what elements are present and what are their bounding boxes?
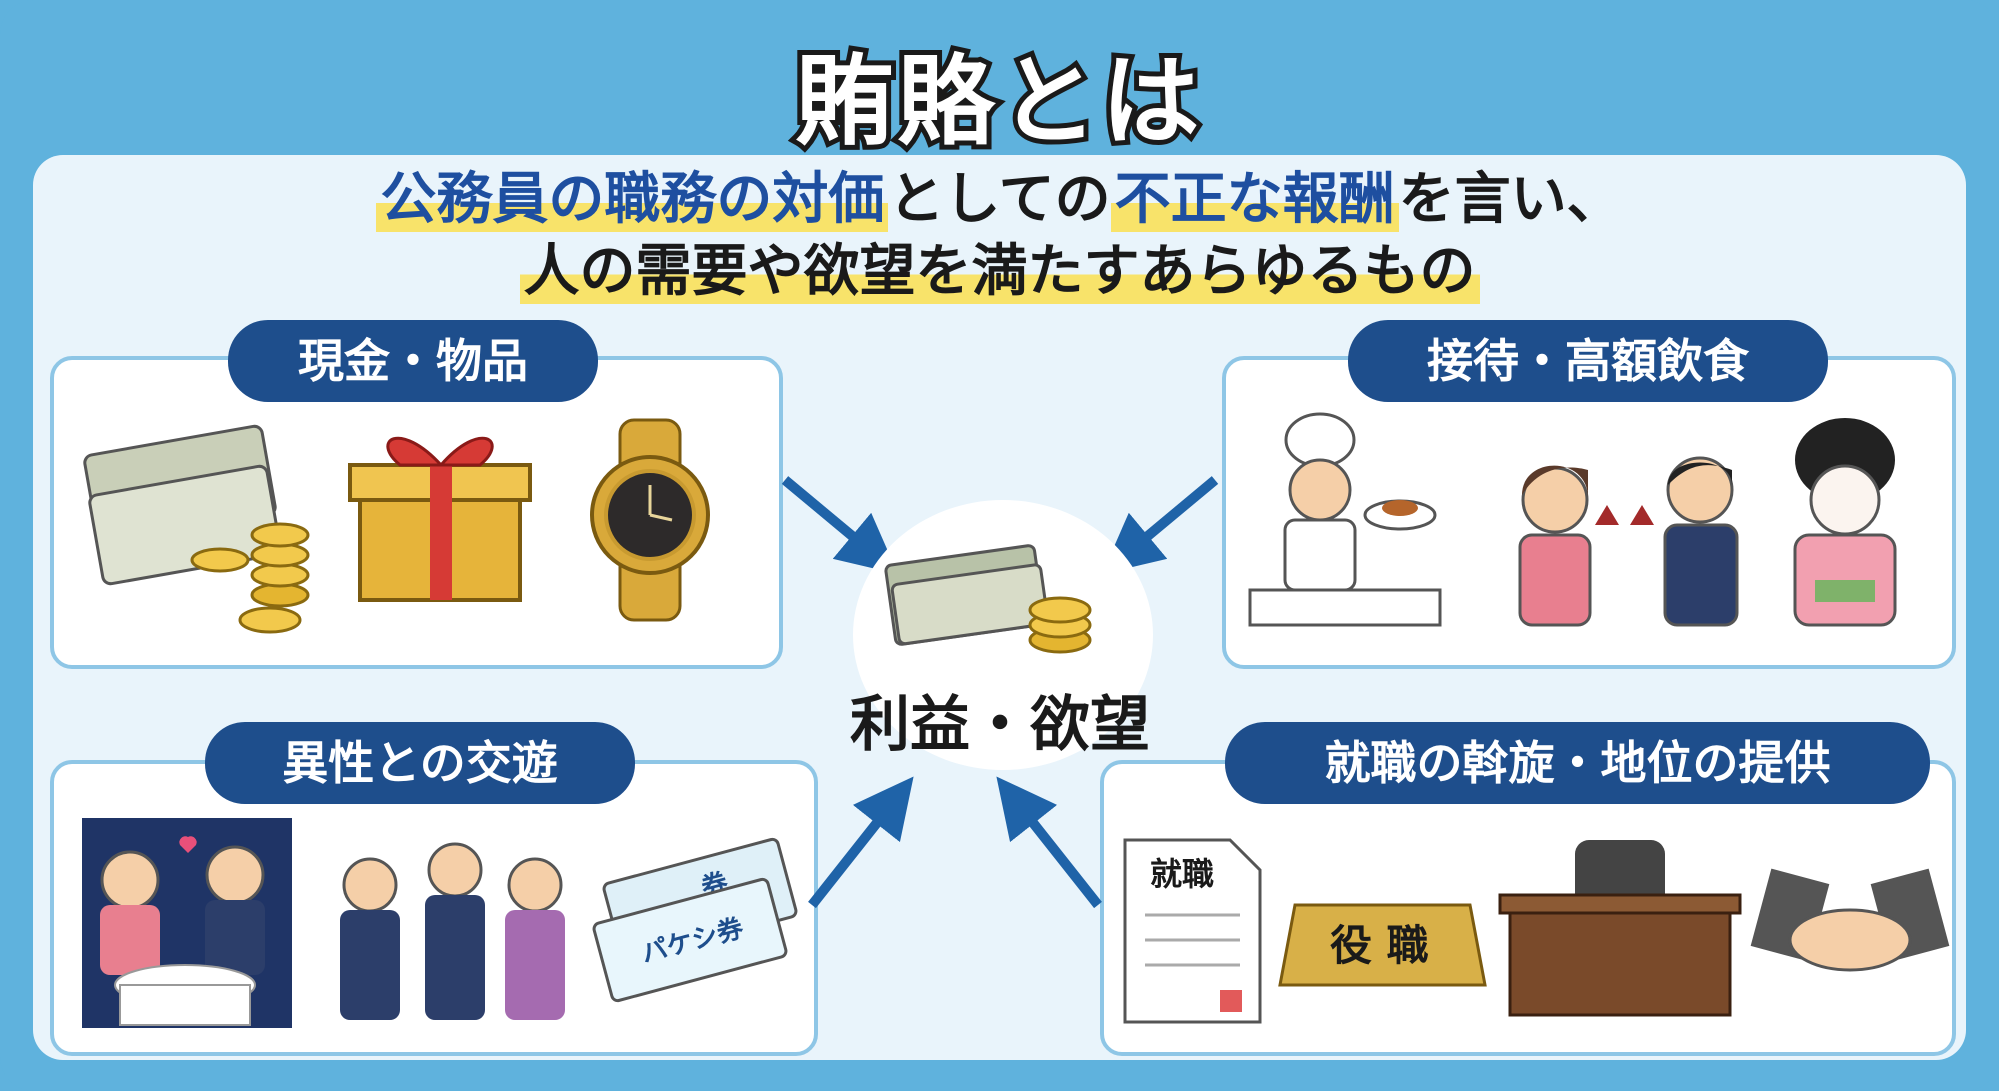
definition-highlight-2: 不正な報酬 [1110,167,1399,232]
employment-document-icon: 就職 [1123,838,1262,1024]
ticket-icon: 券 パケシ券 [592,837,798,1003]
category-pill-employment: 就職の斡旋・地位の提供 [1225,722,1930,804]
page-title: 賄賂とは [790,40,1204,164]
dinner-date-icon [82,818,292,1028]
category-pill-entertainment: 接待・高額飲食 [1348,320,1828,402]
category-pill-companionship: 異性との交遊 [205,722,635,804]
definition-line-1: 公務員の職務の対価としての不正な報酬を言い、 [0,165,1999,235]
arrow-top-left [781,476,899,575]
arrow-bottom-right [996,776,1102,909]
gift-box-icon [348,436,532,602]
definition-highlight-1: 公務員の職務の対価 [376,167,889,232]
chef-icon [1248,412,1442,627]
money-stack-icon [884,544,1092,654]
nameplate-text: 役 職 [1330,921,1429,970]
category-pill-cash-goods: 現金・物品 [228,320,598,402]
geisha-icon [1793,418,1897,627]
definition-line-2: 人の需要や欲望を満たすあらゆるもの [0,237,1999,307]
handshake-icon [1750,868,1950,972]
definition-highlight-3: 人の需要や欲望を満たすあらゆるもの [519,239,1480,304]
arrow-top-right [1101,476,1219,575]
gold-watch-icon [590,418,710,622]
definition-text: としての [888,167,1111,232]
cash-stack-icon [83,424,310,634]
toasting-couple-icon [1518,456,1739,627]
executive-desk-icon [1498,840,1742,1017]
arrow-bottom-left [808,776,914,909]
party-people-icon [340,842,565,1020]
document-title: 就職 [1150,855,1214,893]
definition-text-end: を言い、 [1398,167,1623,232]
center-label: 利益・欲望 [850,690,1150,760]
nameplate-icon: 役 職 [1278,903,1487,987]
